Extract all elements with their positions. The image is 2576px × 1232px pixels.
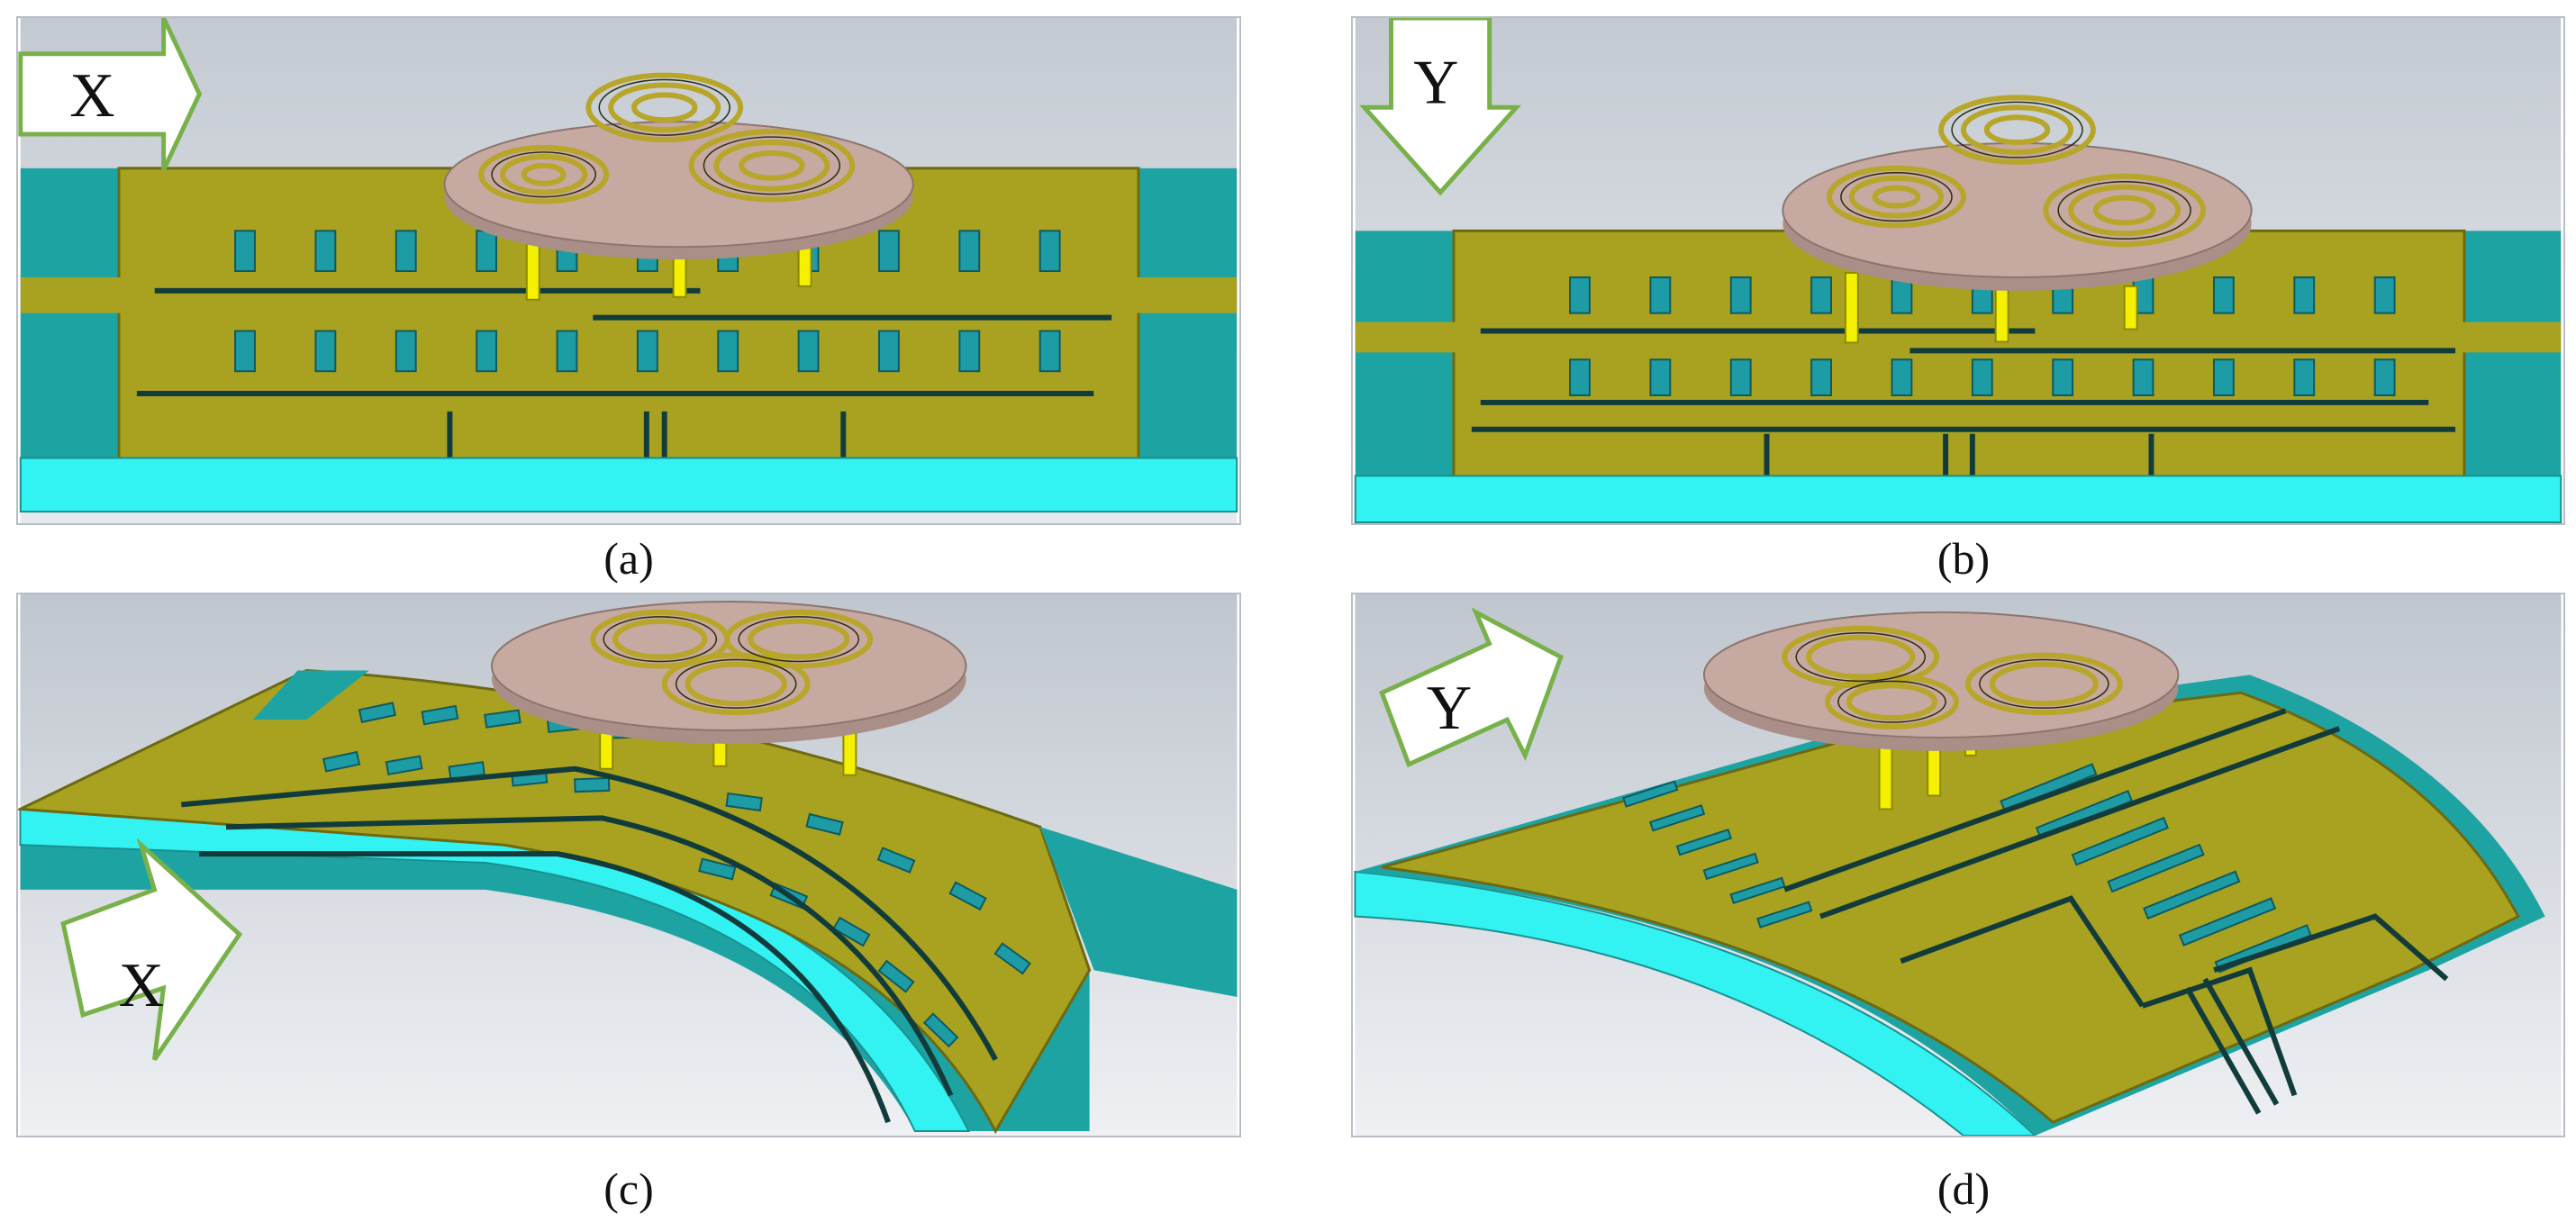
panel-a-render: X [18,18,1238,523]
grooves [1471,328,2456,484]
panel-c: X [16,593,1241,1137]
feed-strip [1355,322,2562,353]
direction-arrow: X [18,18,203,171]
slot-array-left [1622,780,1813,929]
caption-c: (c) [603,1164,654,1214]
arrow-label: X [119,951,164,1020]
substrate-face [1354,475,2562,523]
caption-d: (d) [1937,1164,1991,1214]
substrate-left [1355,231,1472,491]
direction-arrow: Y [1359,18,1522,196]
panel-b: Y [1351,16,2565,525]
arrow-label: X [69,61,114,131]
feed-pins [1844,271,2138,344]
spiral-disc [443,72,914,260]
spiral-disc [1702,611,2180,751]
panel-a: X [16,16,1241,525]
substrate-face [1354,870,2036,1136]
substrate-right [1129,168,1238,473]
slot-row-bottom [1569,358,2396,397]
slot-row-bottom [234,330,1061,373]
grooves [1783,708,2449,1115]
substrate-left [20,168,128,473]
panel-b-render: Y [1354,18,2562,523]
panel-d: Y [1351,593,2565,1137]
slot-array-right [2000,763,2312,974]
direction-arrow: X [60,838,243,1061]
grooves [136,287,1112,466]
spiral-disc [491,600,967,744]
arrow-label: Y [1413,48,1458,117]
patch-ground [1381,691,2520,1124]
substrate-edge-right [1039,827,1238,998]
substrate-face [19,457,1238,513]
caption-b: (b) [1937,533,1991,584]
grooves [181,765,998,1124]
slot-array [322,702,1031,1048]
feed-strip [20,276,1238,313]
arrow-label: Y [1427,674,1472,743]
substrate-edge-top [252,670,369,720]
panel-d-render: Y [1354,594,2562,1136]
spiral-disc [1782,95,2253,291]
direction-arrow: Y [1379,607,1565,768]
caption-a: (a) [603,533,654,584]
panel-c-render: X [18,594,1238,1136]
